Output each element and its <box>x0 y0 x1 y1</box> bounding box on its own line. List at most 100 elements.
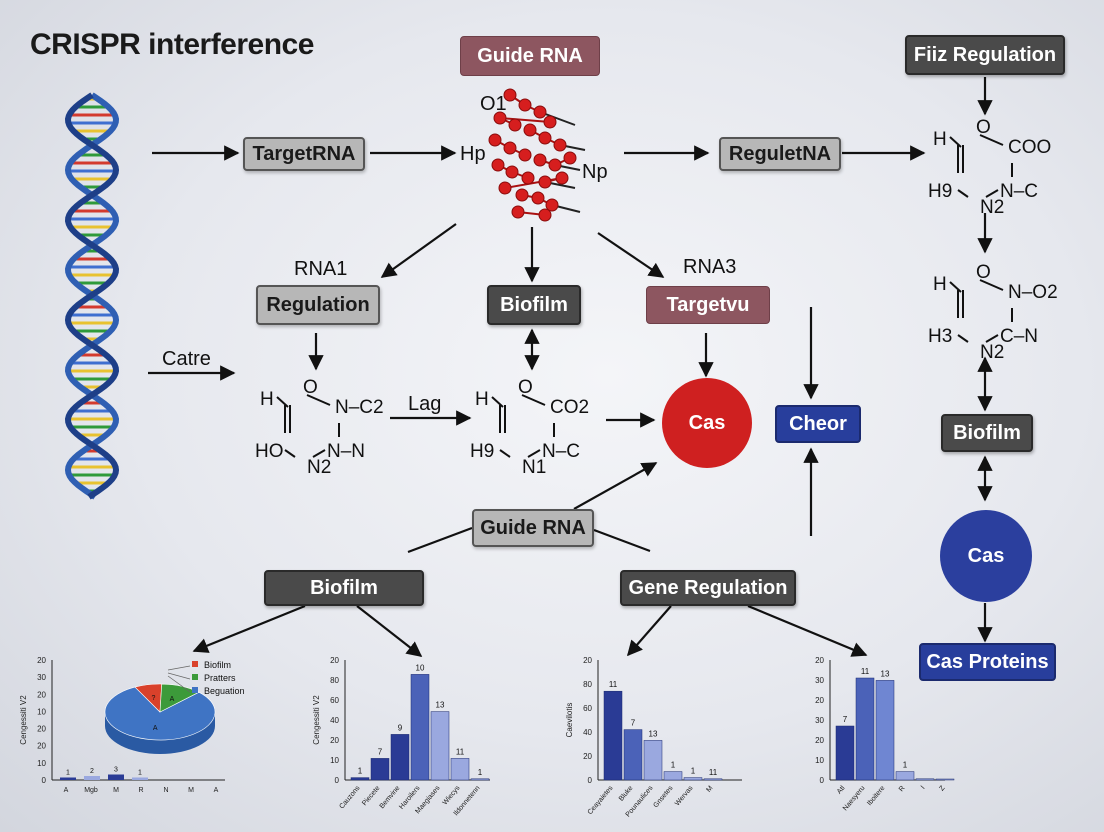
lag-label: Lag <box>408 393 442 415</box>
pie-slice <box>104 686 216 741</box>
bar-value-label: 1 <box>691 767 696 776</box>
y-tick-label: 20 <box>815 736 824 745</box>
y-tick-label: 20 <box>330 656 339 665</box>
regulation-node[interactable]: Regulation <box>256 285 380 325</box>
y-tick-label: 0 <box>42 776 47 785</box>
bar <box>450 758 470 781</box>
atom <box>511 205 525 219</box>
atom-label: H9 <box>470 441 494 462</box>
targetvu-node[interactable]: Targetvu <box>646 286 770 324</box>
atom <box>518 148 532 162</box>
bar <box>835 725 855 781</box>
atom <box>548 158 562 172</box>
cas-red-node[interactable]: Cas <box>662 378 752 468</box>
y-tick-label: 10 <box>330 756 339 765</box>
atom-label: H3 <box>928 326 952 347</box>
cheor-node[interactable]: Cheor <box>775 405 861 443</box>
atom <box>553 138 567 152</box>
legend-swatch <box>192 687 198 693</box>
atom-label: C–N <box>1000 326 1038 347</box>
atom-label: O <box>976 262 991 283</box>
y-tick-label: 20 <box>37 690 46 699</box>
atom-label: H <box>933 129 947 150</box>
reguletna-node[interactable]: ReguletNA <box>719 137 841 171</box>
legend-label: Biofilm <box>204 660 231 670</box>
guide-rna-mid-node[interactable]: Guide RNA <box>472 509 594 547</box>
y-tick-label: 10 <box>37 707 46 716</box>
bar <box>915 778 935 781</box>
y-tick-label: 40 <box>330 716 339 725</box>
bar <box>390 734 410 781</box>
x-tick-label: Z <box>938 784 947 792</box>
bar-value-label: 11 <box>861 667 870 676</box>
bar-value-label: 10 <box>416 663 425 672</box>
arrow <box>597 232 665 278</box>
pie-slice-label: ? <box>151 695 155 702</box>
bar-value-label: 2 <box>90 768 94 775</box>
biofilm-right-node[interactable]: Biofilm <box>941 414 1033 452</box>
x-tick-label: Cauzons <box>338 784 361 810</box>
cas-proteins-node[interactable]: Cas Proteins <box>919 643 1056 681</box>
bar-value-label: 11 <box>609 680 618 689</box>
gene-regulation-node[interactable]: Gene Regulation <box>620 570 796 606</box>
guide-rna-top-node[interactable]: Guide RNA <box>460 36 600 76</box>
bar-value-label: 7 <box>378 747 383 756</box>
y-tick-label: 0 <box>588 776 593 785</box>
y-tick-label: 80 <box>330 676 339 685</box>
bar-value-label: 7 <box>631 719 636 728</box>
biofilm-center-node[interactable]: Biofilm <box>487 285 581 325</box>
bar-value-label: 13 <box>436 701 445 710</box>
y-axis-label: Cengessiti V2 <box>19 695 28 745</box>
legend-swatch <box>192 661 198 667</box>
atom <box>538 208 552 222</box>
atom <box>521 171 535 185</box>
y-tick-label: 20 <box>37 656 46 665</box>
atom <box>538 131 552 145</box>
x-tick-label: Atl <box>836 784 847 795</box>
bar <box>703 778 723 781</box>
fitz-regulation-node[interactable]: Fiiz Regulation <box>905 35 1065 75</box>
legend-swatch <box>192 674 198 680</box>
biofilm-left-node[interactable]: Biofilm <box>264 570 424 606</box>
atom-label: H9 <box>928 181 952 202</box>
targetrna-node[interactable]: TargetRNA <box>243 137 365 171</box>
x-tick-label: N <box>163 787 168 794</box>
y-tick-label: 10 <box>37 759 46 768</box>
molecule-cluster-icon <box>488 88 586 222</box>
bar-value-label: 13 <box>649 729 658 738</box>
atom-label: N2 <box>307 457 331 478</box>
cas-blue-node[interactable]: Cas <box>940 510 1032 602</box>
pie-slice-label: A <box>153 725 158 732</box>
x-tick-label: Ceayaietes <box>587 784 615 816</box>
bar-value-label: 1 <box>138 770 142 777</box>
atom <box>533 105 547 119</box>
atom-label: HO <box>255 441 284 462</box>
bar <box>60 777 76 780</box>
pie-slice-label: A <box>170 696 175 703</box>
hp-label: Hp <box>460 143 486 165</box>
legend-leader <box>167 672 191 680</box>
bar-value-label: 13 <box>881 669 890 678</box>
x-tick-label: Iboitere <box>866 785 886 807</box>
bar <box>370 758 390 781</box>
bar <box>623 729 643 781</box>
bar-value-label: 3 <box>114 767 118 774</box>
atom <box>563 151 577 165</box>
y-tick-label: 20 <box>330 736 339 745</box>
bar-value-label: 1 <box>478 768 483 777</box>
arrow <box>192 604 306 653</box>
atom <box>543 115 557 129</box>
legend-label: Pratters <box>204 673 236 683</box>
bar <box>84 776 100 780</box>
atom <box>491 158 505 172</box>
o1-label: O1 <box>480 93 507 115</box>
atom <box>538 175 552 189</box>
x-tick-label: Bluke <box>618 785 635 803</box>
connector-line <box>593 528 651 553</box>
